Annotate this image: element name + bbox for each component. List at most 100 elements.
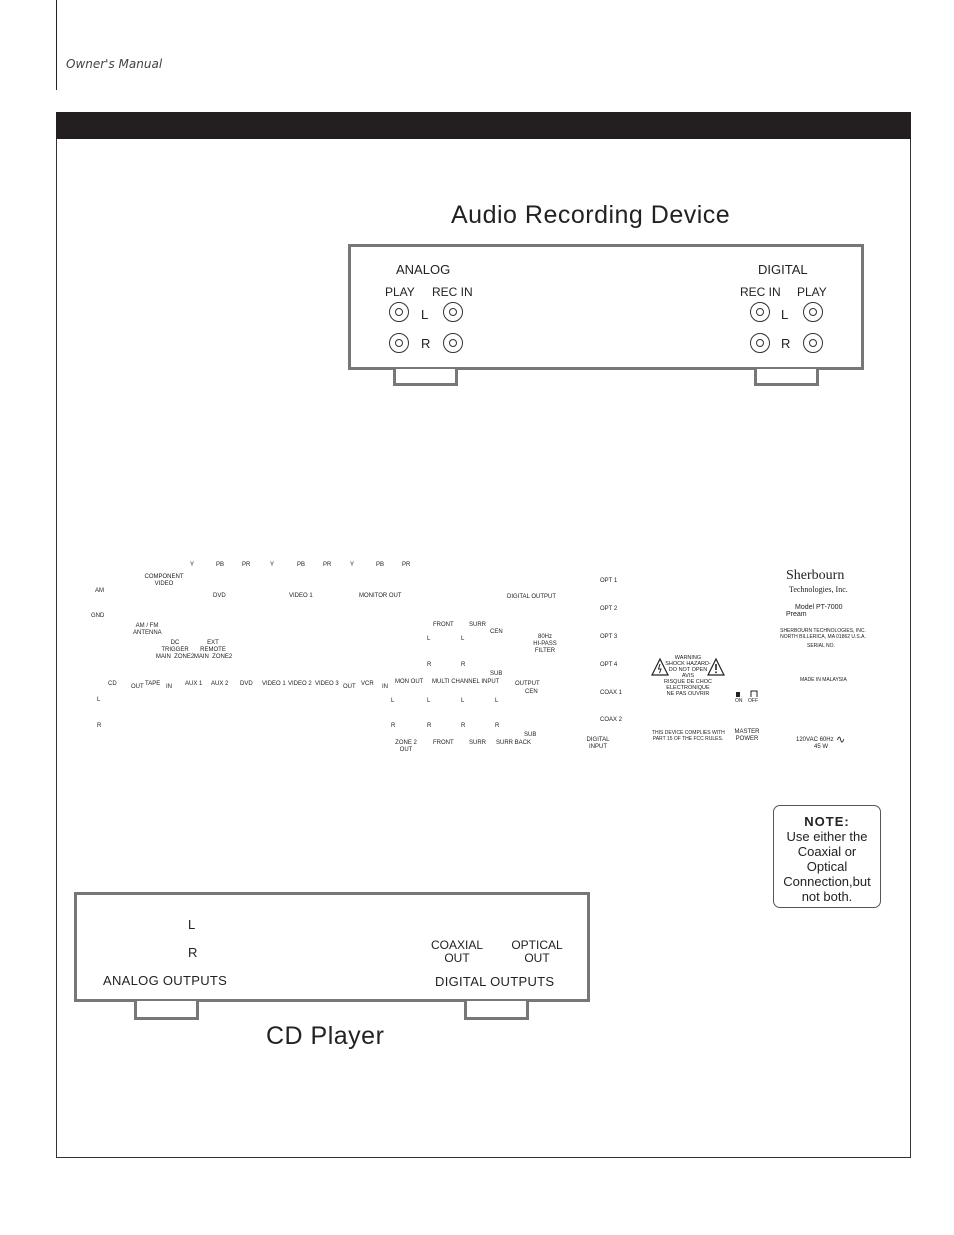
note-box: NOTE: Use either the Coaxial or Optical … — [773, 805, 881, 908]
rp-off: OFF — [748, 698, 758, 704]
rp-in-tape: TAPE — [145, 681, 161, 687]
rp-in-vcr: VCR — [361, 681, 374, 687]
rp-component-video: COMPONENT VIDEO — [144, 574, 184, 587]
rp-antenna: AM / FM ANTENNA — [133, 623, 162, 636]
recorder-analog-recin-r-jack — [443, 333, 463, 353]
rp-mon-r: R — [391, 723, 396, 729]
rp-address: SHERBOURN TECHNOLOGIES, INC. NORTH BILLE… — [780, 628, 866, 640]
rp-in-vcr-in: IN — [382, 684, 388, 690]
rp-master-power: MASTER POWER — [734, 729, 760, 742]
rp-v1-pb: PB — [297, 562, 306, 568]
rp-dc-trigger: DC TRIGGER MAIN ZONE2 — [155, 640, 195, 660]
recorder-analog-play-l-jack — [389, 302, 409, 322]
rp-v1-pr: PR — [323, 562, 332, 568]
rp-mc-r5: R — [495, 723, 500, 729]
rp-ext-remote: EXT REMOTE MAIN ZONE2 — [193, 640, 233, 660]
rp-fcc: THIS DEVICE COMPLIES WITH PART 15 OF THE… — [652, 730, 725, 742]
recorder-digital-r: R — [781, 336, 791, 351]
recorder-digital-play-l-jack — [803, 302, 823, 322]
rp-gnd: GND — [91, 613, 105, 619]
recorder-foot-left — [393, 369, 458, 386]
recorder-digital-recin-label: REC IN — [740, 285, 781, 299]
rp-in-tape-in: IN — [166, 684, 172, 690]
rp-in-video3: VIDEO 3 — [315, 681, 339, 687]
rp-serial: SERIAL NO. — [807, 643, 835, 649]
rp-in-video1: VIDEO 1 — [262, 681, 286, 687]
rp-warning: WARNING SHOCK HAZARD- DO NOT OPEN AVIS R… — [664, 655, 712, 697]
rp-mon-y: Y — [350, 562, 355, 568]
rp-digital-input: DIGITAL INPUT — [586, 737, 610, 750]
rp-in-aux2: AUX 2 — [211, 681, 229, 687]
cd-right-label: R — [188, 945, 198, 960]
rp-zone2-out: ZONE 2 OUT — [395, 740, 417, 753]
rp-on: ON — [735, 698, 743, 704]
rp-mc-r4: R — [461, 723, 466, 729]
rp-mc-cen-top: CEN — [490, 629, 503, 635]
power-switch-icon — [736, 690, 758, 697]
rp-opt2: OPT 2 — [600, 606, 618, 612]
recorder-digital-play-label: PLAY — [797, 285, 827, 299]
recorder-panel — [348, 244, 864, 370]
rp-mon-pr: PR — [402, 562, 411, 568]
rp-in-cd: CD — [108, 681, 117, 687]
warning-triangle-left-icon — [651, 658, 669, 676]
cd-coaxial-out: COAXIAL OUT — [430, 938, 484, 965]
rp-in-dvd: DVD — [240, 681, 253, 687]
rp-l-row: L — [97, 697, 101, 703]
recorder-analog-play-r-jack — [389, 333, 409, 353]
rp-power-rating: 120VAC 60Hz — [796, 737, 834, 743]
rp-in-tape-out: OUT — [131, 684, 144, 690]
cd-left-label: L — [188, 917, 196, 932]
recorder-analog-play-label: PLAY — [385, 285, 415, 299]
warning-exclamation-icon — [707, 658, 725, 676]
rp-model-sub: Pream — [786, 611, 807, 618]
recorder-digital-l: L — [781, 307, 789, 322]
rp-group-video1: VIDEO 1 — [289, 593, 313, 599]
cd-analog-outputs: ANALOG OUTPUTS — [103, 973, 228, 988]
recorder-digital-recin-l-jack — [750, 302, 770, 322]
rp-brand-sub: Technologies, Inc. — [789, 585, 848, 594]
recorder-digital-recin-r-jack — [750, 333, 770, 353]
rp-group-dvd: DVD — [213, 593, 226, 599]
rp-multi-channel: MULTI CHANNEL INPUT — [432, 679, 500, 685]
rp-in-vcr-out: OUT — [343, 684, 356, 690]
rp-hpass-filter: 80Hz HI-PASS FILTER — [533, 634, 557, 654]
rp-am: AM — [95, 588, 104, 594]
recorder-digital-label: DIGITAL — [758, 262, 808, 277]
rp-mc-l3: L — [427, 698, 431, 704]
rp-v1-y: Y — [270, 562, 275, 568]
header-owners-manual: Owner's Manual — [66, 57, 163, 71]
rp-mon-out: MON OUT — [395, 679, 424, 685]
rp-dvd-pr: PR — [242, 562, 251, 568]
rp-mc-l1: L — [427, 636, 431, 642]
rp-mon-l: L — [391, 698, 395, 704]
rp-mc-l5: L — [495, 698, 499, 704]
cd-digital-outputs: DIGITAL OUTPUTS — [435, 974, 555, 989]
recorder-analog-r: R — [421, 336, 431, 351]
rp-output-cen: CEN — [525, 689, 538, 695]
rp-opt4: OPT 4 — [600, 662, 618, 668]
rp-model: Model PT-7000 — [795, 604, 843, 611]
rp-mc-r1: R — [427, 662, 432, 668]
rp-mc-l4: L — [461, 698, 465, 704]
cd-foot-left — [134, 1001, 199, 1020]
rp-in-video2: VIDEO 2 — [288, 681, 312, 687]
cd-title: CD Player — [266, 1022, 385, 1050]
figure-title-bar — [56, 112, 911, 139]
rp-r-row: R — [97, 723, 102, 729]
header-rule — [56, 0, 57, 90]
rp-brand: Sherbourn — [786, 568, 845, 583]
rp-digital-output: DIGITAL OUTPUT — [507, 594, 557, 600]
cd-panel — [74, 892, 590, 1002]
rp-mc-surr: SURR — [469, 740, 487, 746]
rp-mc-r3: R — [427, 723, 432, 729]
recorder-foot-right — [754, 369, 819, 386]
rp-mc-r2: R — [461, 662, 466, 668]
rp-dvd-y: Y — [190, 562, 195, 568]
rp-mc-sub-bottom: SUB — [524, 732, 537, 738]
recorder-digital-play-r-jack — [803, 333, 823, 353]
recorder-analog-l: L — [421, 307, 429, 322]
rp-mc-sub-top: SUB — [490, 671, 503, 677]
recorder-analog-label: ANALOG — [396, 262, 451, 277]
rp-coax1: COAX 1 — [600, 690, 623, 696]
